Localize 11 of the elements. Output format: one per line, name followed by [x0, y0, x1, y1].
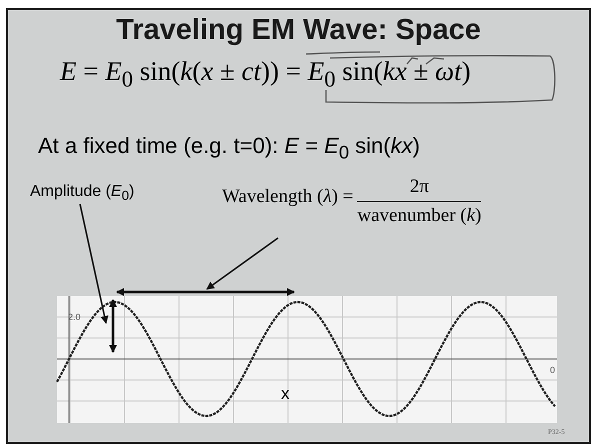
fraction-denominator: wavenumber (k): [357, 205, 482, 227]
leader-line: [206, 237, 278, 290]
equation: E = E$_{0}$ sin(k(x ± ct)) = E$_{0}$ sin(kx ± ωt): [60, 56, 471, 92]
fixed-time-equation: At a fixed time (e.g. t=0): E = E$_{0}$ sin(kx): [38, 133, 420, 164]
slide-title: Traveling EM Wave: Space: [115, 14, 482, 47]
amplitude-label: Amplitude (E$_{0}$): [30, 183, 134, 204]
fraction-numerator: 2π: [410, 176, 429, 198]
tick-label: 0: [550, 365, 556, 375]
wavelength-label: Wavelength (λ) =: [222, 186, 354, 208]
leader-line: [79, 204, 108, 324]
axis-label: x: [281, 384, 290, 404]
